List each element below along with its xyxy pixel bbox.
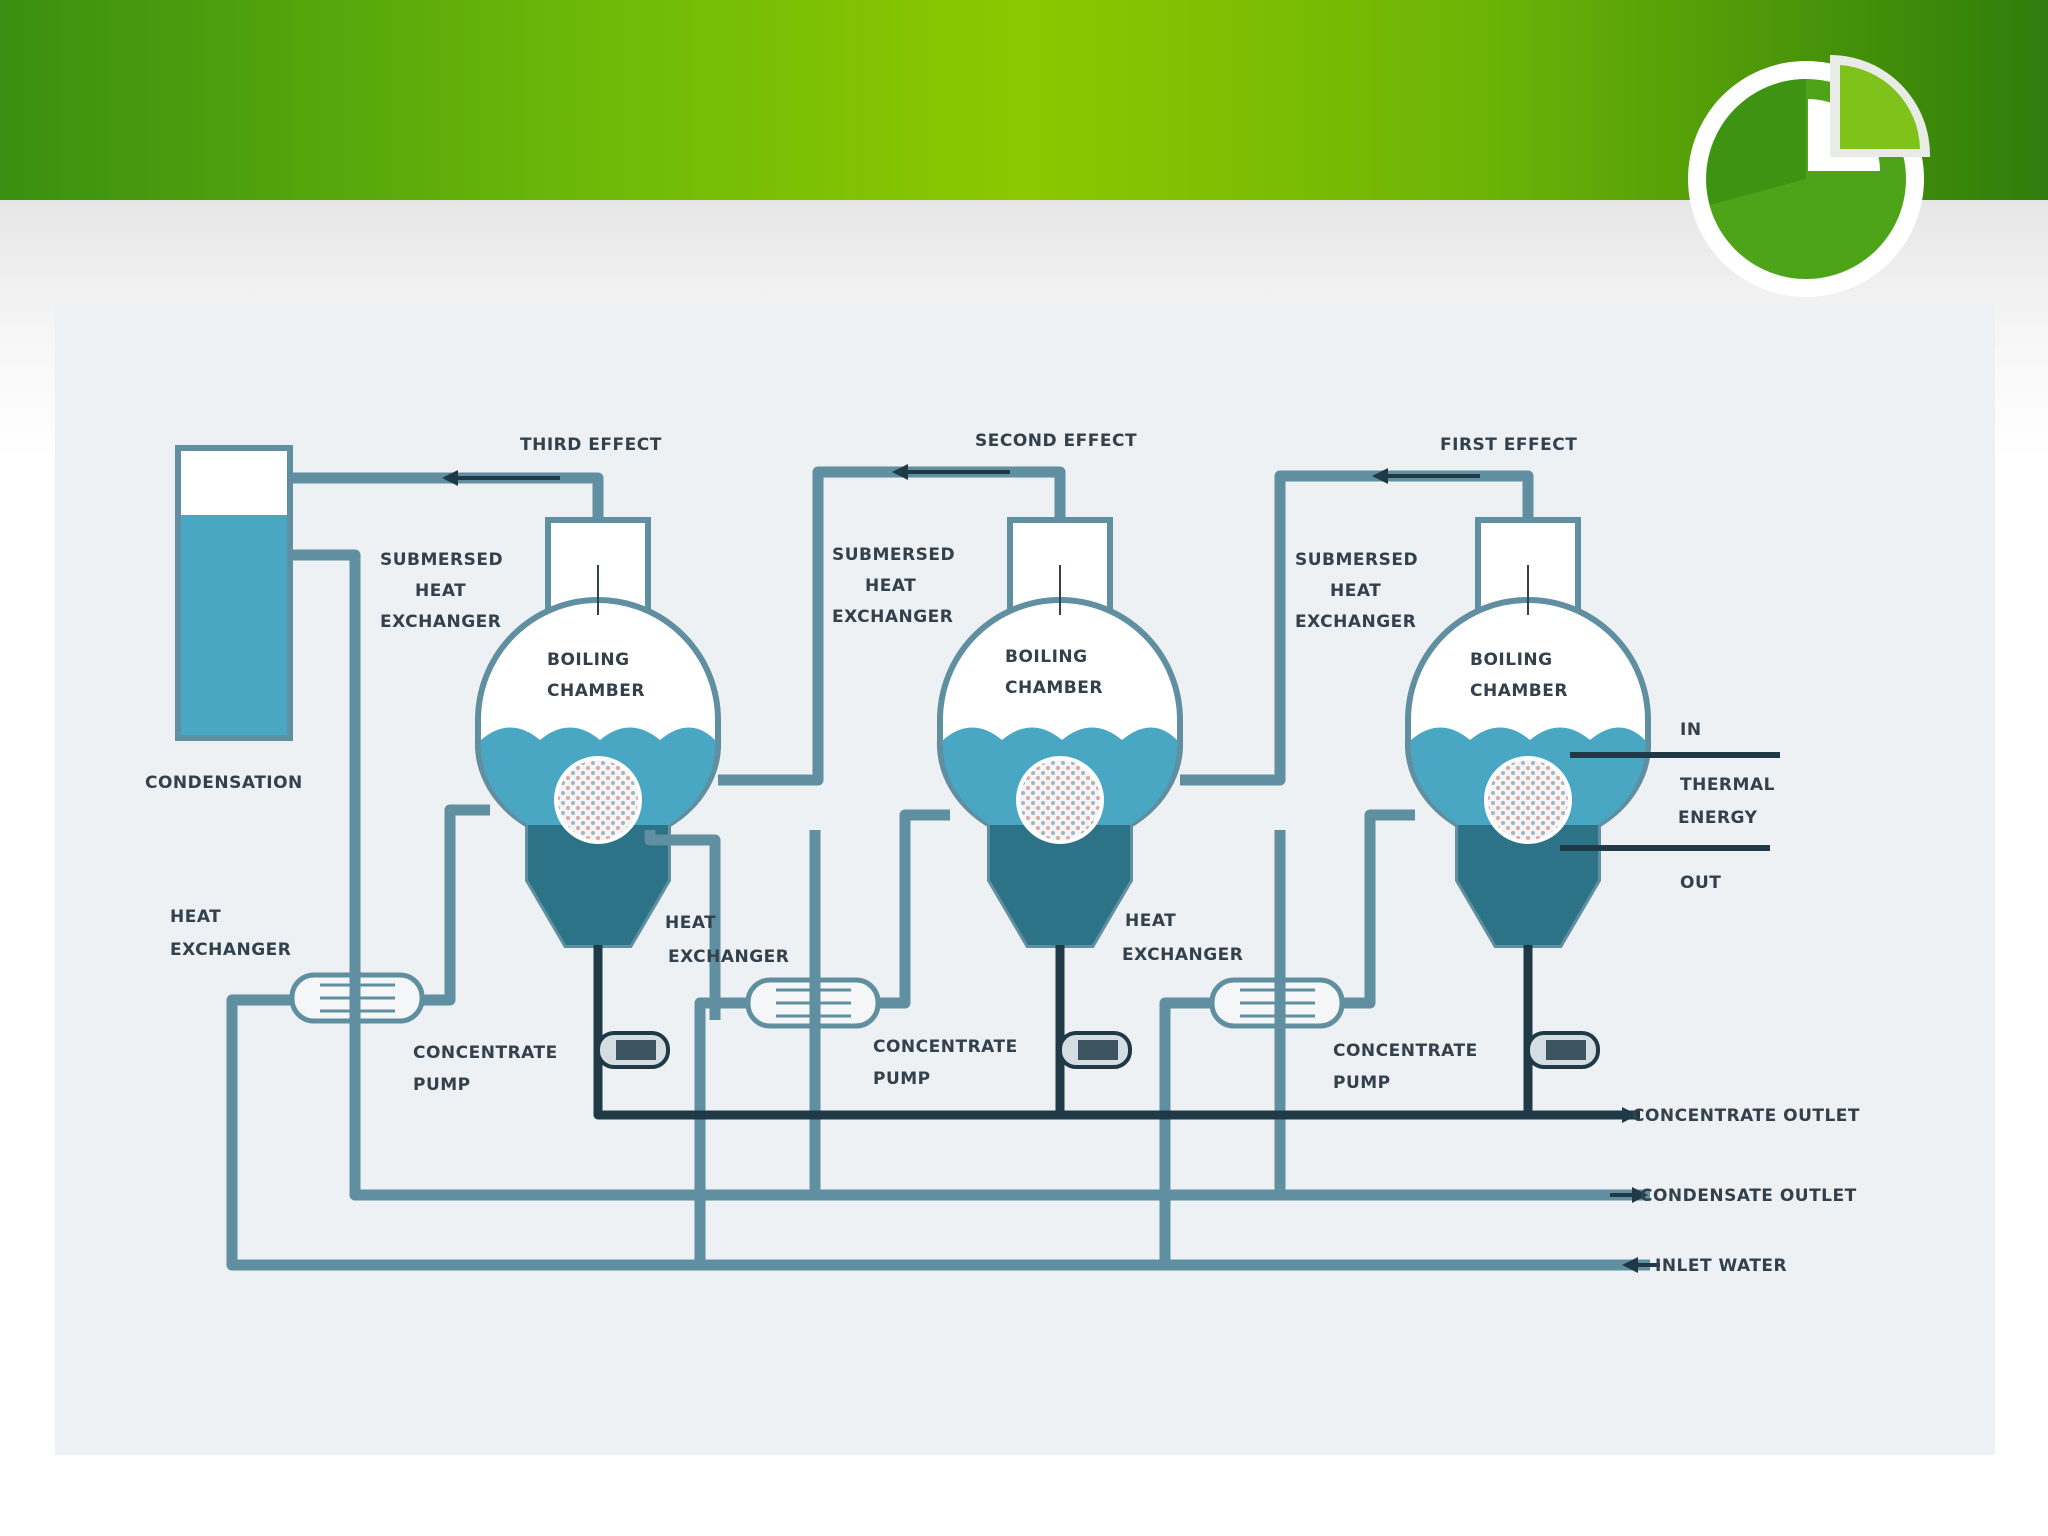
energy-label: ENERGY [1678, 808, 1758, 828]
submersed-label-first-1: SUBMERSED [1295, 550, 1418, 570]
boiling-chamber-third [474, 517, 722, 948]
condensate-outlet-label: CONDENSATE OUTLET [1640, 1186, 1857, 1206]
chamber-label-second-2: CHAMBER [1005, 678, 1103, 698]
middle-heat-exchanger-label-1: HEAT [665, 913, 716, 933]
submersed-label-third-2: HEAT [415, 581, 466, 601]
chamber-label-first-1: BOILING [1470, 650, 1553, 670]
submersed-label-second-1: SUBMERSED [832, 545, 955, 565]
inlet-water-label: INLET WATER [1655, 1256, 1787, 1276]
submersed-label-third-1: SUBMERSED [380, 550, 503, 570]
third-effect-title: THIRD EFFECT [520, 435, 662, 455]
submersed-label-third-3: EXCHANGER [380, 612, 501, 632]
submersed-label-first-2: HEAT [1330, 581, 1381, 601]
thermal-out-label: OUT [1680, 873, 1721, 893]
pie-chart-logo-icon [1688, 55, 1931, 297]
right-heat-exchanger-label-1: HEAT [1125, 911, 1176, 931]
boiling-chamber-second [936, 517, 1184, 948]
thermal-in-label: IN [1680, 720, 1702, 740]
chamber-label-third-2: CHAMBER [547, 681, 645, 701]
concentrate-pump-third [596, 1031, 670, 1069]
condensation-tank [175, 445, 293, 741]
middle-heat-exchanger-label-2: EXCHANGER [668, 947, 789, 967]
second-effect-title: SECOND EFFECT [975, 431, 1137, 451]
boiling-chamber-first [1404, 517, 1652, 948]
concentrate-pump-first [1526, 1031, 1600, 1069]
pump-label-second-1: CONCENTRATE [873, 1037, 1018, 1057]
outlet-arrows [1600, 1107, 1660, 1273]
submersed-label-first-3: EXCHANGER [1295, 612, 1416, 632]
condensation-label: CONDENSATION [145, 773, 303, 793]
concentrate-pump-second [1058, 1031, 1132, 1069]
vapor-pipes [290, 464, 1534, 786]
left-heat-exchanger-label-2: EXCHANGER [170, 940, 291, 960]
pump-label-second-2: PUMP [873, 1069, 931, 1089]
pump-label-first-2: PUMP [1333, 1073, 1391, 1093]
pump-label-third-2: PUMP [413, 1075, 471, 1095]
right-heat-exchanger-label-2: EXCHANGER [1122, 945, 1243, 965]
chamber-label-second-1: BOILING [1005, 647, 1088, 667]
first-effect-title: FIRST EFFECT [1440, 435, 1577, 455]
pump-label-third-1: CONCENTRATE [413, 1043, 558, 1063]
thermal-energy-lines [1560, 752, 1780, 851]
chamber-label-first-2: CHAMBER [1470, 681, 1568, 701]
submersed-label-second-3: EXCHANGER [832, 607, 953, 627]
submersed-label-second-2: HEAT [865, 576, 916, 596]
process-pipes [226, 549, 1650, 1271]
thermal-label: THERMAL [1680, 775, 1775, 795]
concentrate-outlet-label: CONCENTRATE OUTLET [1632, 1106, 1860, 1126]
chamber-label-third-1: BOILING [547, 650, 630, 670]
left-heat-exchanger-label-1: HEAT [170, 907, 221, 927]
pump-label-first-1: CONCENTRATE [1333, 1041, 1478, 1061]
